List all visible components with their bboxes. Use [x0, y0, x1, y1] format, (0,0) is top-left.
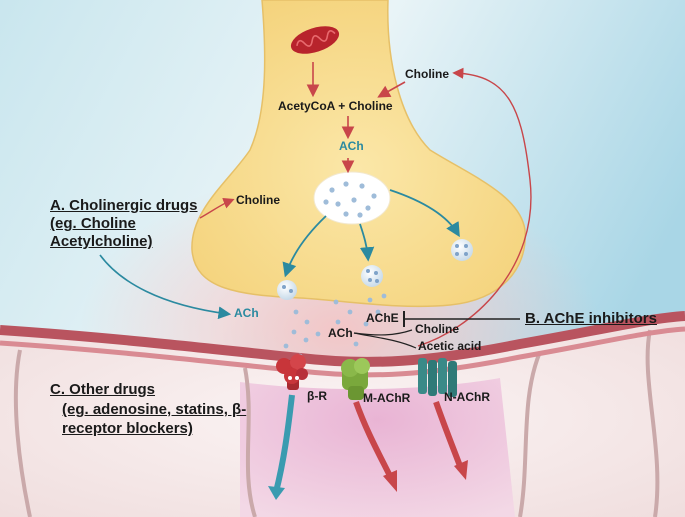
beta-signal-arrow: [273, 394, 295, 493]
label-ach-cleft: ACh: [234, 306, 259, 320]
label-m-receptor: M-AChR: [363, 391, 411, 405]
label-choline-product: Choline: [415, 322, 459, 336]
label-acetic-acid: Acetic acid: [418, 339, 482, 353]
cell-border: [13, 349, 32, 517]
hydrolysis-line-lower: [353, 332, 417, 349]
label-n-receptor: N-AChR: [444, 390, 490, 404]
label-ach-intracellular: ACh: [339, 139, 364, 153]
mitochondrion-icon: [290, 26, 340, 54]
m-signal-arrow: [353, 400, 393, 478]
n-signal-arrowhead: [454, 460, 468, 480]
group-b-title: B. AChE inhibitors: [525, 310, 657, 327]
group-c-line2: (eg. adenosine, statins, β-: [62, 401, 247, 418]
arrow-choline-to-synthesis: [377, 81, 406, 98]
arrow-vesicle-release-mid: [359, 223, 375, 262]
beta-signal-arrowhead: [268, 486, 285, 500]
m-receptor-icon: [341, 358, 370, 400]
label-ache: AChE: [366, 311, 399, 325]
label-beta-receptor: β-R: [307, 389, 327, 403]
arrow-vesicle-release-right: [389, 189, 460, 238]
group-a-title: A. Cholinergic drugs: [50, 197, 198, 214]
label-choline-top: Choline: [405, 67, 449, 81]
cell-border: [518, 351, 542, 517]
small-vesicle: [277, 280, 297, 300]
small-vesicle: [451, 239, 473, 261]
beta-receptor-icon: [276, 354, 308, 390]
arrow-vesicle-release-left: [282, 215, 327, 278]
presynaptic-terminal: [191, 0, 526, 308]
postsynaptic-membrane-inner: [0, 326, 685, 378]
n-signal-arrow: [433, 401, 463, 468]
cell-border: [645, 329, 660, 517]
small-vesicle: [361, 265, 383, 287]
n-receptor-icon: [418, 358, 457, 397]
label-ach-hydrolysis: ACh: [328, 326, 353, 340]
group-a-line2: (eg. Choline: [50, 215, 136, 232]
label-acetycoa-choline: AcetyCoA + Choline: [278, 99, 393, 113]
group-a-line3: Acetylcholine): [50, 233, 153, 250]
cleft-ach-dots: [283, 293, 387, 359]
cell-border: [243, 367, 257, 517]
vesicle-ach-dots: [323, 181, 377, 218]
m-signal-arrowhead: [383, 470, 397, 492]
arrow-drugs-a-to-choline: [199, 197, 235, 219]
group-c-line3: receptor blockers): [62, 420, 193, 437]
arrow-choline-reuptake: [417, 67, 532, 347]
group-c-title: C. Other drugs: [50, 381, 156, 398]
label-choline-left: Choline: [236, 193, 280, 207]
arrow-drugs-a-to-ach: [99, 254, 232, 320]
